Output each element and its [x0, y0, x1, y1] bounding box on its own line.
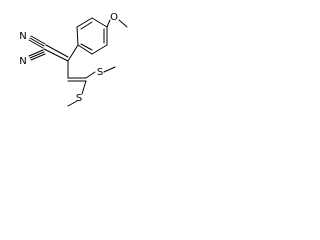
bond-alkene-main	[43, 48, 69, 62]
bond-c-to-s-lower	[81, 80, 87, 95]
bond-c-to-s-upper	[85, 71, 96, 79]
atom-o-methoxy: O	[110, 12, 118, 23]
ring-bond-3	[91, 17, 108, 28]
ring-inner-double-3	[80, 43, 93, 51]
bond-nitrile-top-triple-c	[28, 39, 44, 49]
bond-to-ring	[67, 44, 79, 62]
ring-bond-1	[76, 26, 79, 46]
bond-nitrile-bottom-triple-b	[30, 53, 46, 61]
bond-nitrile-top-triple-b	[30, 35, 46, 45]
bond-s-lower-to-methyl	[67, 100, 78, 107]
bond-nitrile-top-triple-a	[29, 37, 45, 47]
chemical-structure-diagram: N N O S S	[19, 12, 128, 107]
chemical-structure-canvas: N N O S S	[0, 0, 133, 118]
bond-ring-to-methoxy-o	[106, 19, 111, 28]
bond-s-upper-to-methyl	[103, 66, 116, 73]
ring-bond-6	[77, 44, 93, 55]
bond-nitrile-bottom-triple-c	[28, 49, 44, 57]
atom-n-top: N	[19, 31, 26, 42]
bond-alkene-double	[45, 44, 69, 58]
atom-s-lower: S	[76, 93, 82, 104]
ring-bond-2	[76, 17, 93, 28]
ring-inner-double-1	[80, 21, 93, 30]
bond-methoxy-o-to-methyl	[118, 19, 128, 28]
atom-n-bottom: N	[19, 56, 26, 67]
bond-nitrile-bottom-triple-a	[29, 51, 45, 59]
ring-bond-5	[91, 44, 108, 55]
atom-s-upper: S	[97, 67, 103, 78]
